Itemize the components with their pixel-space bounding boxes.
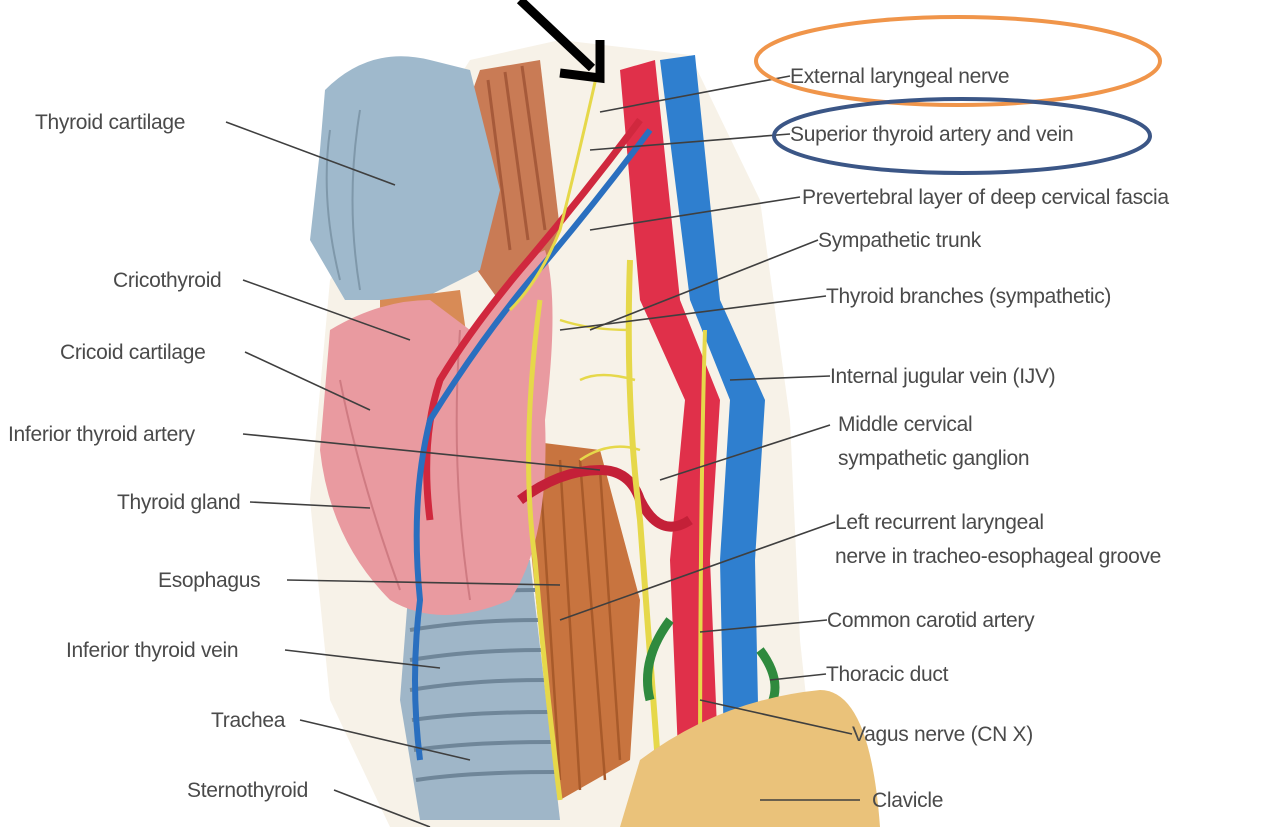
label-middle-cervical-line1: Middle cervical <box>838 414 972 435</box>
label-thoracic-duct: Thoracic duct <box>826 664 948 685</box>
label-middle-cervical-line2: sympathetic ganglion <box>838 448 1029 469</box>
thyroid-cartilage-shape <box>310 56 500 300</box>
label-cricoid-cartilage: Cricoid cartilage <box>60 342 205 363</box>
label-clavicle: Clavicle <box>872 790 943 811</box>
orange-highlight-ellipse <box>756 17 1160 105</box>
label-trachea: Trachea <box>211 710 285 731</box>
label-inferior-thyroid-vein: Inferior thyroid vein <box>66 640 238 661</box>
label-inferior-thyroid-artery: Inferior thyroid artery <box>8 424 195 445</box>
label-sympathetic-trunk: Sympathetic trunk <box>818 230 981 251</box>
label-thyroid-cartilage: Thyroid cartilage <box>35 112 185 133</box>
label-prevertebral-layer: Prevertebral layer of deep cervical fasc… <box>802 187 1169 208</box>
label-superior-thyroid-artery-vein: Superior thyroid artery and vein <box>790 124 1073 145</box>
label-sternothyroid: Sternothyroid <box>187 780 308 801</box>
label-thyroid-branches: Thyroid branches (sympathetic) <box>826 286 1111 307</box>
label-internal-jugular-vein: Internal jugular vein (IJV) <box>830 366 1055 387</box>
label-vagus-nerve: Vagus nerve (CN X) <box>852 724 1033 745</box>
label-left-recurrent-line1: Left recurrent laryngeal <box>835 512 1044 533</box>
label-esophagus: Esophagus <box>158 570 260 591</box>
label-cricothyroid: Cricothyroid <box>113 270 221 291</box>
label-left-recurrent-line2: nerve in tracheo-esophageal groove <box>835 546 1161 567</box>
label-thyroid-gland: Thyroid gland <box>117 492 240 513</box>
label-external-laryngeal-nerve: External laryngeal nerve <box>790 66 1009 87</box>
label-common-carotid-artery: Common carotid artery <box>827 610 1034 631</box>
